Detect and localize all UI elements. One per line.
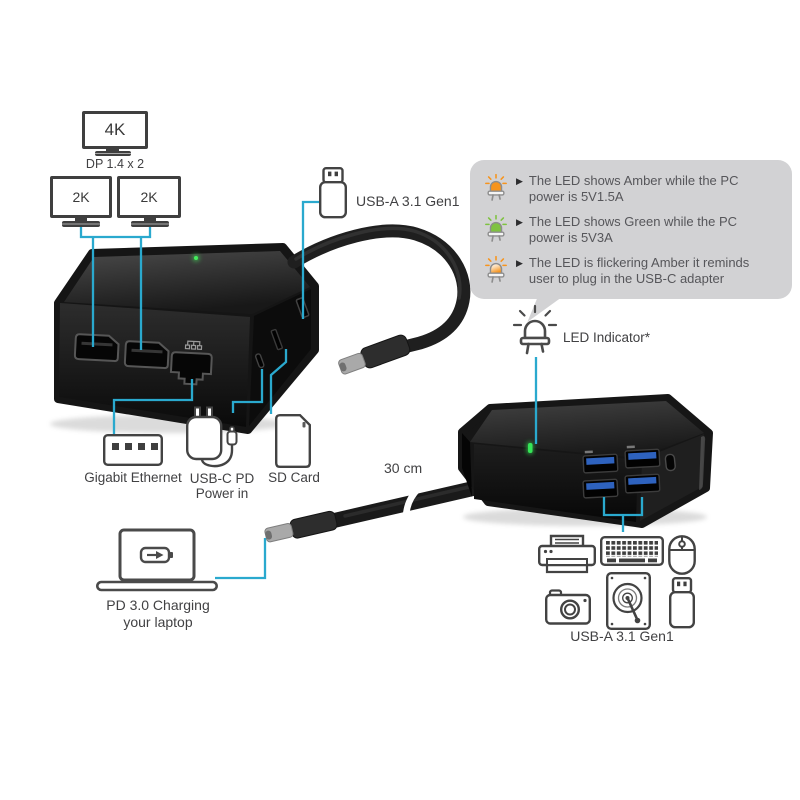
laptop-icon [96, 528, 218, 592]
led-note-text: The LED is flickering Amber it reminds u… [528, 255, 750, 286]
monitor-stand-base [95, 151, 131, 156]
displayport-port-2 [123, 340, 170, 370]
line-ethernet [112, 379, 194, 435]
usb-c-cable-curled [287, 224, 471, 375]
displayport-port-1 [73, 333, 120, 363]
printer-icon [538, 534, 596, 576]
amber-led-icon [485, 173, 507, 201]
usb-c-pd-line1: USB-C PD [189, 471, 255, 486]
power-led-green [527, 442, 533, 454]
usb-c-pd-port [254, 353, 265, 369]
ethernet-port-icon [184, 340, 203, 351]
green-led-icon [485, 214, 507, 242]
usb-c-pd-label: USB-C PD Power in [186, 471, 258, 501]
led-note-text: The LED shows Green while the PC power i… [528, 214, 738, 245]
line-sd-card [269, 349, 288, 414]
led-indicator-icon [510, 304, 560, 360]
audio-jack [664, 453, 676, 472]
sd-card-slot [270, 328, 283, 351]
bullet-arrow: ▶ [516, 258, 523, 268]
led-indicator-label: LED Indicator* [563, 330, 651, 345]
usb-c-pd-line2: Power in [195, 486, 249, 501]
usb-c-connector [338, 334, 411, 375]
gigabit-ethernet-icon [103, 434, 163, 466]
usb-c-connector [264, 510, 338, 543]
camera-icon [545, 589, 591, 625]
bullet-arrow: ▶ [516, 217, 523, 227]
monitor-stand [144, 218, 156, 221]
line-usb-a-top [301, 200, 321, 319]
led-note: ▶ The LED shows Green while the PC power… [484, 214, 782, 246]
gigabit-ethernet-label: Gigabit Ethernet [84, 470, 182, 485]
connection-lines [79, 200, 644, 580]
usb-a-port-4 [624, 473, 661, 494]
monitor-stand [106, 148, 119, 152]
cable-break-mark [402, 485, 422, 520]
led-note-text: The LED shows Amber while the PC power i… [528, 173, 739, 204]
usb-a-bottom-label: USB-A 3.1 Gen1 [570, 628, 674, 644]
ethernet-port [169, 351, 213, 386]
bullet-arrow: ▶ [516, 176, 523, 186]
line-usb-c-pd [231, 369, 264, 413]
usb-a-port-3 [582, 478, 619, 499]
monitor-2k-right: 2K [117, 176, 181, 218]
monitor-stand [75, 218, 87, 221]
hard-drive-icon [606, 572, 651, 630]
dock-front-view [54, 243, 319, 434]
led-note: ▶ The LED is flickering Amber it reminds… [484, 255, 782, 287]
usb-c-cable-30cm [264, 475, 505, 543]
usb-flash-drive-icon [319, 167, 347, 219]
line-laptop [215, 538, 267, 580]
usb-a-port-1 [582, 450, 619, 474]
led-notes-panel: ▶ The LED shows Amber while the PC power… [470, 160, 792, 299]
dp-ports-label: DP 1.4 x 2 [85, 157, 145, 171]
usb-flash-drive-icon [669, 577, 695, 629]
pd-charging-line1: PD 3.0 Charging [106, 597, 210, 613]
monitor-4k-label: 4K [104, 120, 126, 139]
led-note: ▶ The LED shows Amber while the PC power… [484, 173, 782, 205]
pd-charging-line2: your laptop [123, 614, 193, 630]
monitor-4k: 4K [82, 111, 148, 149]
monitor-stand-base [131, 221, 169, 227]
keyboard-icon [600, 536, 664, 566]
monitor-2k-left: 2K [50, 176, 112, 218]
monitor-stand-base [62, 221, 100, 227]
mouse-icon [668, 535, 696, 575]
usb-a-top-label: USB-A 3.1 Gen1 [356, 193, 460, 209]
sd-card-icon [275, 414, 311, 468]
monitor-2k-right-label: 2K [140, 189, 158, 205]
sd-card-label: SD Card [268, 470, 320, 485]
monitor-2k-left-label: 2K [72, 189, 90, 205]
power-led-green-small [192, 254, 200, 262]
flicker-amber-led-icon [485, 255, 507, 283]
usb-a-port-2 [624, 445, 661, 469]
line-monitors-bracket [79, 223, 152, 239]
usb-c-power-adapter-icon [186, 406, 240, 468]
dock-rear-view [458, 394, 713, 528]
cable-length-label: 30 cm [384, 460, 423, 476]
pd-charging-label: PD 3.0 Charging your laptop [94, 597, 222, 631]
